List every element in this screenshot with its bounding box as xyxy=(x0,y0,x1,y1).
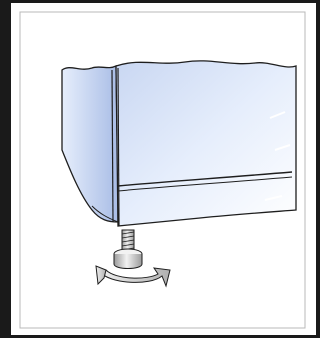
front-shade-mark xyxy=(269,111,286,119)
rotation-arrow-icon xyxy=(99,267,171,288)
appliance-front-panel xyxy=(115,60,297,227)
front-shade-mark xyxy=(264,195,283,201)
front-seam-line xyxy=(117,171,293,187)
side-seam-line xyxy=(91,205,119,223)
corner-edge-line xyxy=(111,69,114,223)
front-seam-line-lower xyxy=(117,176,293,192)
foot-base-body xyxy=(113,254,143,269)
frame-bottom-edge xyxy=(0,335,320,338)
frame-top-edge xyxy=(0,0,320,3)
front-shade-mark xyxy=(274,144,291,151)
corner-edge-line-inner xyxy=(117,67,120,227)
screw-thread xyxy=(121,231,135,251)
frame-right-edge xyxy=(316,0,320,338)
rotation-arrow-left-head xyxy=(95,265,107,286)
frame-left-edge xyxy=(0,0,11,338)
